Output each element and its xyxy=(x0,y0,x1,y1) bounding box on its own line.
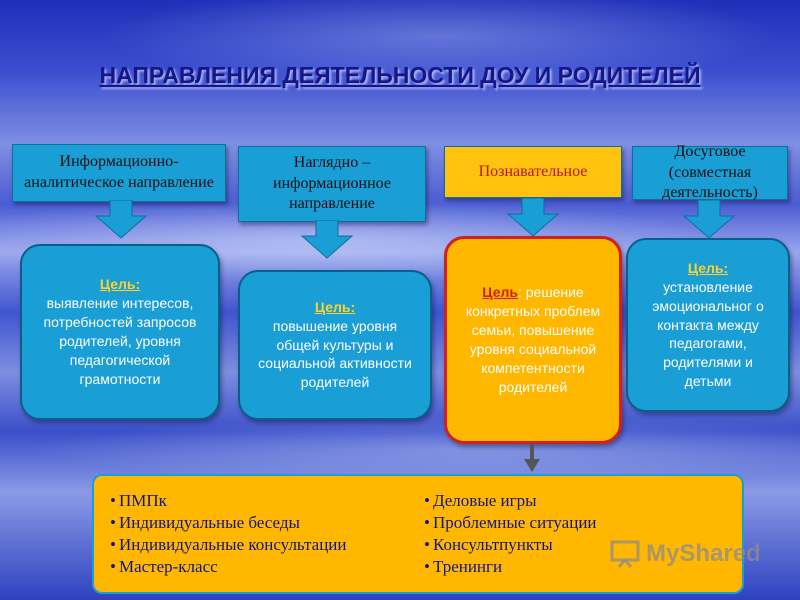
goal-text: : решение конкретных проблем семьи, повы… xyxy=(465,284,601,395)
list-item: Мастер-класс xyxy=(110,556,347,578)
activities-box: ПМПк Индивидуальные беседы Индивидуальны… xyxy=(92,474,744,594)
presentation-icon xyxy=(610,540,640,568)
direction-label: Познавательное xyxy=(478,162,588,180)
goal-leisure: Цель: установление эмоциональног о конта… xyxy=(626,238,790,412)
arrow-down-icon xyxy=(94,200,148,239)
direction-label: Информационно-аналитическое направление xyxy=(24,153,214,191)
list-item: Консультпункты xyxy=(424,534,597,556)
direction-label: Досуговое (совместная деятельность) xyxy=(662,142,758,202)
goal-text: повышение уровня общей культуры и социал… xyxy=(258,317,412,391)
goal-heading: Цель: xyxy=(314,298,356,315)
list-item: ПМПк xyxy=(110,490,347,512)
direction-visual-informational: Наглядно – информационное направление xyxy=(238,146,426,222)
goal-cognitive: Цель: решение конкретных проблем семьи, … xyxy=(444,236,622,444)
direction-cognitive: Познавательное xyxy=(444,146,622,198)
activities-list-right: Деловые игры Проблемные ситуации Консуль… xyxy=(424,490,597,578)
goal-text-wrap: Цель: решение конкретных проблем семьи, … xyxy=(457,283,609,396)
connector-arrow-icon xyxy=(524,443,540,472)
goal-text: выявление интересов, потребностей запрос… xyxy=(43,295,197,387)
arrow-down-icon xyxy=(300,220,354,259)
goal-heading: Цель: xyxy=(687,259,729,276)
goal-heading: Цель xyxy=(482,284,518,301)
goal-visual-informational: Цель: повышение уровня общей культуры и … xyxy=(238,270,432,420)
arrow-down-icon xyxy=(682,200,736,239)
list-item: Проблемные ситуации xyxy=(424,512,597,534)
goal-informational-analytical: Цель: выявление интересов, потребностей … xyxy=(20,244,220,420)
list-item: Деловые игры xyxy=(424,490,597,512)
goal-heading: Цель: xyxy=(99,276,141,293)
page-title: НАПРАВЛЕНИЯ ДЕЯТЕЛЬНОСТИ ДОУ И РОДИТЕЛЕЙ xyxy=(99,62,701,88)
list-item: Тренинги xyxy=(424,556,597,578)
activities-list-left: ПМПк Индивидуальные беседы Индивидуальны… xyxy=(110,490,347,578)
list-item: Индивидуальные беседы xyxy=(110,512,347,534)
direction-label: Наглядно – информационное направление xyxy=(273,153,391,213)
direction-leisure: Досуговое (совместная деятельность) xyxy=(632,143,788,201)
goal-text: установление эмоциональног о контакта ме… xyxy=(652,278,764,390)
watermark-text: MyShared xyxy=(646,540,761,567)
arrow-down-icon xyxy=(506,198,560,237)
list-item: Индивидуальные консультации xyxy=(110,534,347,556)
direction-informational-analytical: Информационно-аналитическое направление xyxy=(12,144,226,202)
watermark-logo: MyShared xyxy=(610,540,761,568)
